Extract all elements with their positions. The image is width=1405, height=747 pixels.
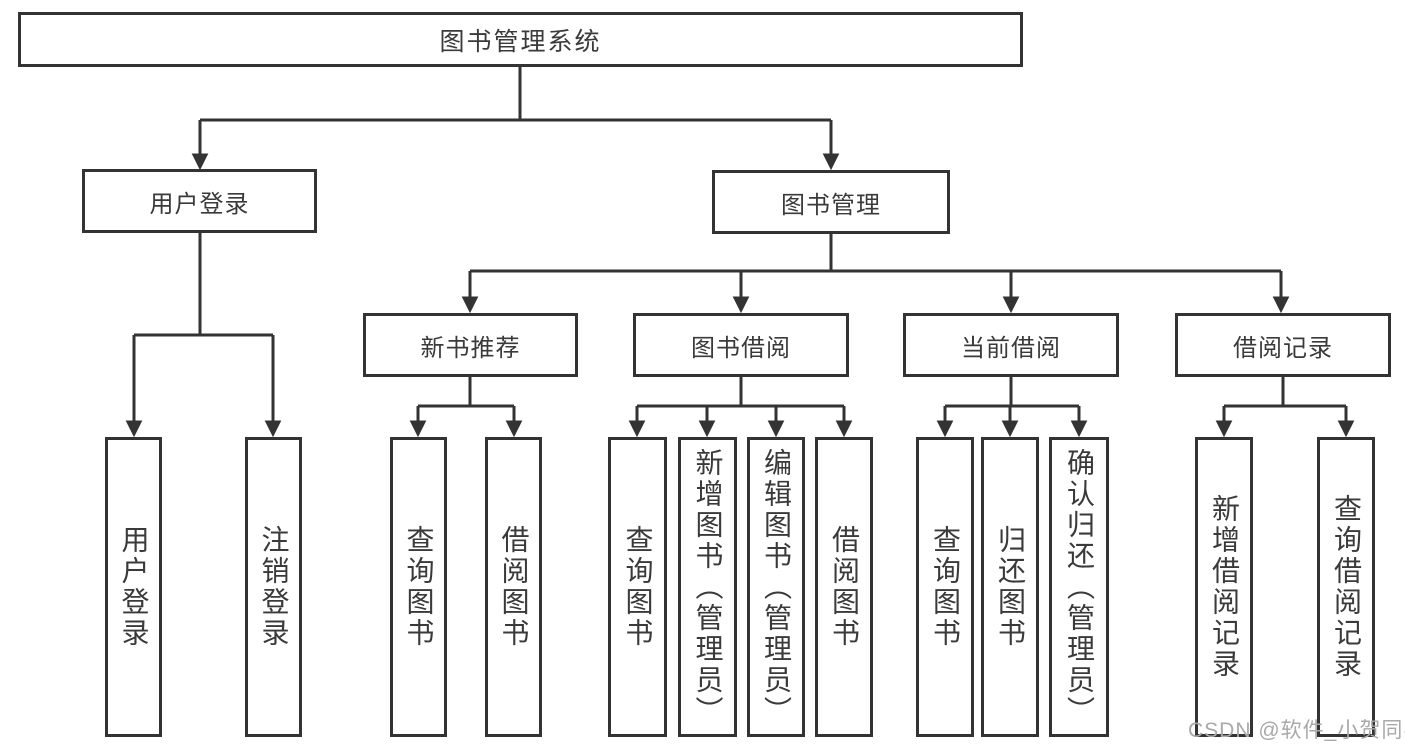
leaf-query-books-borrow: 查询图书 xyxy=(608,437,667,737)
node-current-borrowing: 当前借阅 xyxy=(903,313,1119,377)
node-user-login: 用户登录 xyxy=(82,169,317,233)
edges-borrow-records-group xyxy=(1215,377,1355,438)
leaf-edit-books-admin: 编辑图书（管理员） xyxy=(747,437,805,737)
node-label: 用户登录 xyxy=(118,525,150,649)
node-book-management: 图书管理 xyxy=(712,170,950,234)
node-label: 编辑图书（管理员） xyxy=(761,447,792,727)
edges-book-borrow-group xyxy=(628,377,853,438)
node-label: 图书管理 xyxy=(781,191,881,219)
node-library-management-system: 图书管理系统 xyxy=(18,12,1023,67)
node-label: 借阅图书 xyxy=(829,525,860,649)
node-label: 图书借阅 xyxy=(691,334,791,362)
node-label: 新增借阅记录 xyxy=(1209,494,1240,680)
node-label: 借阅记录 xyxy=(1233,334,1333,362)
edges-new-book-group xyxy=(409,377,523,438)
node-label: 注销登录 xyxy=(258,525,290,649)
leaf-query-books-recommend: 查询图书 xyxy=(390,437,447,737)
leaf-borrow-books: 借阅图书 xyxy=(815,437,873,737)
leaf-query-borrow-record: 查询借阅记录 xyxy=(1317,437,1375,737)
leaf-add-borrow-record: 新增借阅记录 xyxy=(1195,437,1253,737)
node-label: 用户登录 xyxy=(149,190,250,218)
node-label: 归还图书 xyxy=(995,525,1026,649)
edges-user-login-group xyxy=(125,233,282,438)
node-label: 查询图书 xyxy=(403,525,435,649)
node-label: 图书管理系统 xyxy=(439,27,602,56)
leaf-return-books: 归还图书 xyxy=(981,437,1039,737)
node-new-book-recommendation: 新书推荐 xyxy=(363,313,578,377)
leaf-logout: 注销登录 xyxy=(245,437,302,737)
node-label: 确认归还（管理员） xyxy=(1064,447,1095,727)
node-label: 查询图书 xyxy=(930,525,961,649)
node-label: 借阅图书 xyxy=(498,525,530,649)
edges-root-to-level2 xyxy=(191,67,840,171)
leaf-add-books-admin: 新增图书（管理员） xyxy=(678,437,737,737)
node-borrowing-records: 借阅记录 xyxy=(1175,313,1391,377)
node-label: 查询借阅记录 xyxy=(1331,494,1362,680)
csdn-watermark: CSDN @软件_小贺同学 xyxy=(1188,719,1405,742)
node-label: 新增图书（管理员） xyxy=(692,447,724,727)
leaf-confirm-return-admin: 确认归还（管理员） xyxy=(1049,437,1109,737)
leaf-borrow-books-recommend: 借阅图书 xyxy=(485,437,542,737)
leaf-user-login: 用户登录 xyxy=(105,437,162,737)
node-label: 当前借阅 xyxy=(961,334,1061,362)
leaf-query-books-current: 查询图书 xyxy=(916,437,974,737)
node-label: 新书推荐 xyxy=(420,334,521,362)
edges-current-borrow-group xyxy=(936,377,1088,438)
edges-book-management-to-level3 xyxy=(461,234,1290,314)
node-label: 查询图书 xyxy=(622,525,654,649)
node-book-borrowing: 图书借阅 xyxy=(633,313,849,377)
